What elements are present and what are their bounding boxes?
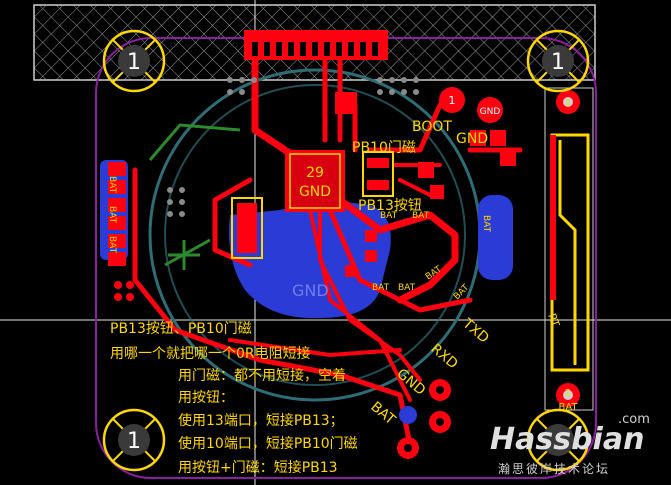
annotation-line-4: 用按钮：	[178, 390, 234, 406]
annotation-line-2: 用哪一个就把哪一个0R电阻短接	[110, 346, 311, 362]
mounting-hole-bottom-right[interactable]	[526, 408, 590, 472]
annotation-line-1: PB13按钮、PB10门磁	[110, 321, 252, 337]
silk-traces-green	[148, 123, 241, 270]
mcu-chip[interactable]: 29 GND	[285, 150, 345, 212]
svg-text:BAT: BAT	[481, 215, 491, 233]
mounting-hole-top-right[interactable]: 1	[526, 29, 590, 93]
watermark-suffix: .com	[618, 412, 650, 427]
uart-pads	[397, 379, 451, 459]
svg-text:BAT: BAT	[107, 206, 117, 224]
annotation-line-5: 使用13端口，短接PB13；	[178, 413, 344, 429]
svg-text:BAT: BAT	[558, 402, 578, 413]
mounting-hole-top-left[interactable]: 1	[102, 29, 166, 93]
svg-text:2: 2	[565, 388, 571, 399]
svg-text:1: 1	[127, 429, 141, 454]
svg-text:BAT: BAT	[398, 283, 416, 293]
smd-components	[108, 92, 516, 277]
svg-text:RT: RT	[545, 312, 562, 329]
side-pads	[114, 281, 134, 301]
svg-text:1: 1	[449, 94, 456, 107]
watermark-brand: Hassbian	[490, 422, 645, 457]
test-pad-gnd[interactable]: GND	[477, 97, 503, 123]
connector-pin-slots	[252, 42, 378, 56]
annotation-line-3: 用门磁：都不用短接，空着	[178, 368, 346, 384]
annotation-line-6: 使用10端口，短接PB10门磁	[178, 436, 358, 452]
gnd-top-label: GND	[456, 131, 488, 147]
battery-keepout-circle-inner	[164, 84, 466, 386]
mounting-hole-bottom-left[interactable]: 1	[102, 408, 166, 472]
watermark: .com Hassbian 瀚思彼岸技术论坛	[490, 410, 666, 480]
watermark-tagline: 瀚思彼岸技术论坛	[498, 462, 611, 476]
svg-text:BAT: BAT	[412, 211, 430, 221]
svg-text:GND: GND	[480, 107, 501, 117]
rxd-label: RXD	[427, 341, 460, 373]
pb10-label: PB10门磁	[352, 140, 416, 156]
chip-pin-count: 29	[306, 165, 324, 181]
bat-diag-label: BAT	[367, 399, 398, 429]
pb13-label: PB13按钮	[358, 198, 422, 214]
svg-text:BAT: BAT	[107, 176, 117, 194]
gnd-plane-label: GND	[292, 281, 329, 300]
svg-text:BAT: BAT	[372, 283, 390, 293]
top-copper-traces	[132, 56, 523, 448]
svg-text:1: 1	[127, 50, 141, 75]
via-field	[167, 77, 419, 217]
svg-text:1: 1	[565, 98, 571, 109]
svg-text:BAT: BAT	[380, 211, 398, 221]
annotation-line-7: 用按钮+门磁：短接PB13	[178, 460, 338, 476]
chip-gnd-label: GND	[299, 184, 331, 200]
svg-text:1: 1	[551, 50, 565, 75]
boot-label: BOOT	[412, 119, 452, 135]
svg-text:BAT: BAT	[107, 236, 117, 254]
battery-connector[interactable]: 1 2 BAT RT	[544, 87, 594, 413]
test-pad-1[interactable]: 1	[439, 87, 465, 113]
